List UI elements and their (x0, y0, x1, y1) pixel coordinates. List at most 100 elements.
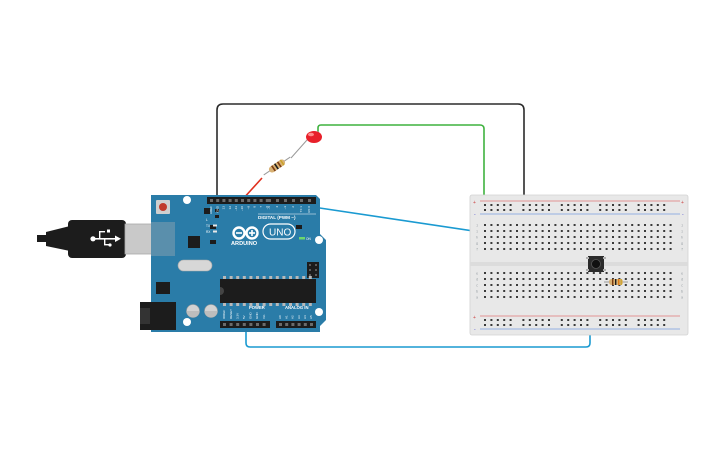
breadboard-hole[interactable] (496, 278, 499, 280)
breadboard-hole[interactable] (496, 224, 499, 226)
breadboard-hole[interactable] (592, 230, 595, 232)
breadboard-hole[interactable] (618, 296, 621, 298)
breadboard-hole[interactable] (624, 324, 627, 326)
breadboard-hole[interactable] (528, 204, 531, 206)
breadboard-hole[interactable] (586, 248, 589, 250)
breadboard-hole[interactable] (541, 319, 544, 321)
breadboard-hole[interactable] (605, 248, 608, 250)
breadboard-hole[interactable] (484, 224, 486, 226)
breadboard-hole[interactable] (573, 209, 576, 211)
breadboard-hole[interactable] (535, 204, 538, 206)
header-pin[interactable] (216, 199, 220, 202)
breadboard-hole[interactable] (663, 324, 666, 326)
breadboard-hole[interactable] (586, 224, 589, 226)
breadboard-hole[interactable] (637, 204, 640, 206)
breadboard-hole[interactable] (631, 272, 634, 274)
breadboard-hole[interactable] (605, 324, 608, 326)
breadboard-hole[interactable] (484, 242, 486, 244)
header-pin[interactable] (268, 199, 271, 202)
breadboard-hole[interactable] (490, 209, 493, 211)
breadboard-hole[interactable] (490, 230, 493, 232)
breadboard-hole[interactable] (560, 230, 563, 232)
breadboard-hole[interactable] (554, 278, 557, 280)
breadboard-hole[interactable] (605, 236, 608, 238)
breadboard-hole[interactable] (509, 319, 512, 321)
header-pin[interactable] (291, 323, 295, 326)
breadboard-hole[interactable] (535, 224, 538, 226)
breadboard-hole[interactable] (644, 284, 646, 286)
breadboard-hole[interactable] (522, 296, 525, 298)
breadboard-hole[interactable] (631, 296, 634, 298)
breadboard-hole[interactable] (669, 296, 672, 298)
breadboard-hole[interactable] (573, 284, 576, 286)
header-pin[interactable] (285, 323, 289, 326)
breadboard-hole[interactable] (580, 272, 582, 274)
breadboard-hole[interactable] (580, 209, 582, 211)
breadboard-hole[interactable] (669, 242, 672, 244)
header-pin[interactable] (249, 323, 253, 326)
breadboard-hole[interactable] (509, 324, 512, 326)
breadboard-hole[interactable] (496, 242, 499, 244)
breadboard-hole[interactable] (528, 248, 531, 250)
breadboard-hole[interactable] (496, 236, 499, 238)
header-pin[interactable] (276, 199, 279, 202)
breadboard-hole[interactable] (644, 236, 646, 238)
breadboard-hole[interactable] (592, 290, 595, 292)
breadboard-hole[interactable] (586, 272, 589, 274)
breadboard-hole[interactable] (528, 230, 531, 232)
breadboard-hole[interactable] (586, 204, 589, 206)
breadboard-hole[interactable] (618, 324, 621, 326)
wire-5v-blue[interactable] (245, 275, 591, 348)
breadboard-hole[interactable] (573, 290, 576, 292)
breadboard-hole[interactable] (509, 278, 512, 280)
breadboard-hole[interactable] (484, 248, 486, 250)
breadboard-hole[interactable] (567, 209, 570, 211)
header-pin[interactable] (241, 199, 244, 202)
breadboard-hole[interactable] (580, 204, 582, 206)
breadboard-hole[interactable] (624, 230, 627, 232)
breadboard-hole[interactable] (580, 230, 582, 232)
resistor-led[interactable] (262, 154, 292, 177)
breadboard-hole[interactable] (599, 224, 602, 226)
breadboard-hole[interactable] (484, 230, 486, 232)
breadboard-hole[interactable] (522, 284, 525, 286)
breadboard-hole[interactable] (516, 278, 518, 280)
breadboard-hole[interactable] (624, 290, 627, 292)
breadboard-hole[interactable] (503, 319, 506, 321)
breadboard-hole[interactable] (567, 296, 570, 298)
header-pin[interactable] (265, 199, 269, 202)
breadboard-hole[interactable] (624, 278, 627, 280)
breadboard-hole[interactable] (567, 278, 570, 280)
breadboard-hole[interactable] (516, 296, 518, 298)
breadboard-hole[interactable] (644, 224, 646, 226)
breadboard-hole[interactable] (573, 242, 576, 244)
breadboard-hole[interactable] (669, 290, 672, 292)
breadboard-hole[interactable] (516, 236, 518, 238)
breadboard-hole[interactable] (560, 284, 563, 286)
breadboard-hole[interactable] (503, 324, 506, 326)
breadboard-hole[interactable] (624, 248, 627, 250)
header-pin[interactable] (247, 199, 251, 202)
breadboard-hole[interactable] (618, 209, 621, 211)
breadboard-hole[interactable] (548, 284, 550, 286)
breadboard-hole[interactable] (644, 230, 646, 232)
breadboard-hole[interactable] (484, 296, 486, 298)
breadboard-hole[interactable] (509, 236, 512, 238)
breadboard-hole[interactable] (522, 236, 525, 238)
breadboard-hole[interactable] (592, 272, 595, 274)
breadboard-hole[interactable] (637, 242, 640, 244)
breadboard-hole[interactable] (605, 230, 608, 232)
breadboard-hole[interactable] (656, 296, 659, 298)
breadboard-hole[interactable] (490, 284, 493, 286)
breadboard-hole[interactable] (580, 248, 582, 250)
breadboard-hole[interactable] (650, 236, 653, 238)
breadboard-hole[interactable] (592, 242, 595, 244)
breadboard-hole[interactable] (528, 296, 531, 298)
breadboard-hole[interactable] (522, 324, 525, 326)
breadboard-hole[interactable] (535, 248, 538, 250)
breadboard-hole[interactable] (567, 230, 570, 232)
breadboard-hole[interactable] (650, 272, 653, 274)
breadboard-hole[interactable] (484, 284, 486, 286)
breadboard-hole[interactable] (509, 284, 512, 286)
breadboard-hole[interactable] (580, 242, 582, 244)
